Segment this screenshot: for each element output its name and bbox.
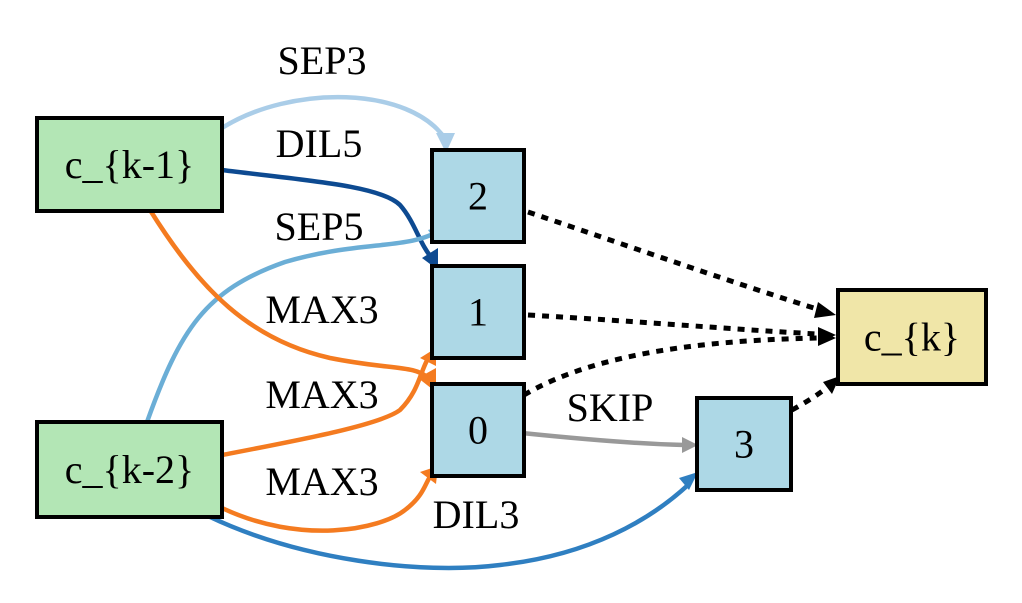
edge-dil3 <box>207 483 690 571</box>
node-2-box <box>430 148 526 244</box>
node-3-label: 3 <box>734 422 754 467</box>
edge-out-3 <box>790 383 832 413</box>
edge-sep3-arrowhead <box>436 133 455 153</box>
node-c-k-minus-1-box <box>35 116 224 213</box>
node-c-k-minus-2: c_{k-2} <box>35 420 224 519</box>
node-0-box <box>430 382 526 478</box>
node-3-box <box>695 396 793 492</box>
node-c-k-minus-1: c_{k-1} <box>35 116 224 213</box>
edge-skip <box>521 430 685 448</box>
edge-out-0 <box>522 335 819 398</box>
edge-out-2-arrowhead <box>814 302 836 318</box>
edge-max3-a <box>148 208 430 380</box>
node-c-k-minus-2-label: c_{k-2} <box>65 447 194 492</box>
edge-label-max3-c: MAX3 <box>265 459 378 504</box>
edge-out-2 <box>527 209 821 313</box>
node-c-k-box <box>836 288 988 386</box>
node-1-label: 1 <box>468 290 488 335</box>
edge-label-skip: SKIP <box>567 385 654 430</box>
edge-label-dil3: DIL3 <box>433 492 520 537</box>
edge-label-dil5: DIL5 <box>276 121 363 166</box>
node-2: 2 <box>430 148 526 244</box>
edge-max3-b <box>221 353 432 458</box>
node-c-k-minus-1-label: c_{k-1} <box>65 142 194 187</box>
edge-label-max3-a: MAX3 <box>265 287 378 332</box>
edge-dil3-arrowhead <box>679 472 698 490</box>
edge-label-sep3: SEP3 <box>278 38 367 83</box>
edge-out-3-arrowhead <box>823 376 840 394</box>
node-c-k: c_{k} <box>836 288 988 386</box>
edge-sep5 <box>144 228 442 423</box>
node-2-label: 2 <box>468 174 488 219</box>
node-0-label: 0 <box>468 408 488 453</box>
node-3: 3 <box>695 396 793 492</box>
node-c-k-minus-2-box <box>35 420 224 519</box>
node-1: 1 <box>430 264 526 360</box>
edge-label-max3-b: MAX3 <box>265 372 378 417</box>
edge-out-0-arrowhead <box>818 330 836 346</box>
edge-sep3 <box>220 94 448 142</box>
edge-label-sep5: SEP5 <box>275 204 364 249</box>
edge-skip-arrowhead <box>682 437 698 453</box>
node-0: 0 <box>430 382 526 478</box>
edge-max3-c <box>221 472 434 533</box>
node-c-k-label: c_{k} <box>864 315 960 360</box>
edge-out-1 <box>527 312 819 337</box>
node-1-box <box>430 264 526 360</box>
